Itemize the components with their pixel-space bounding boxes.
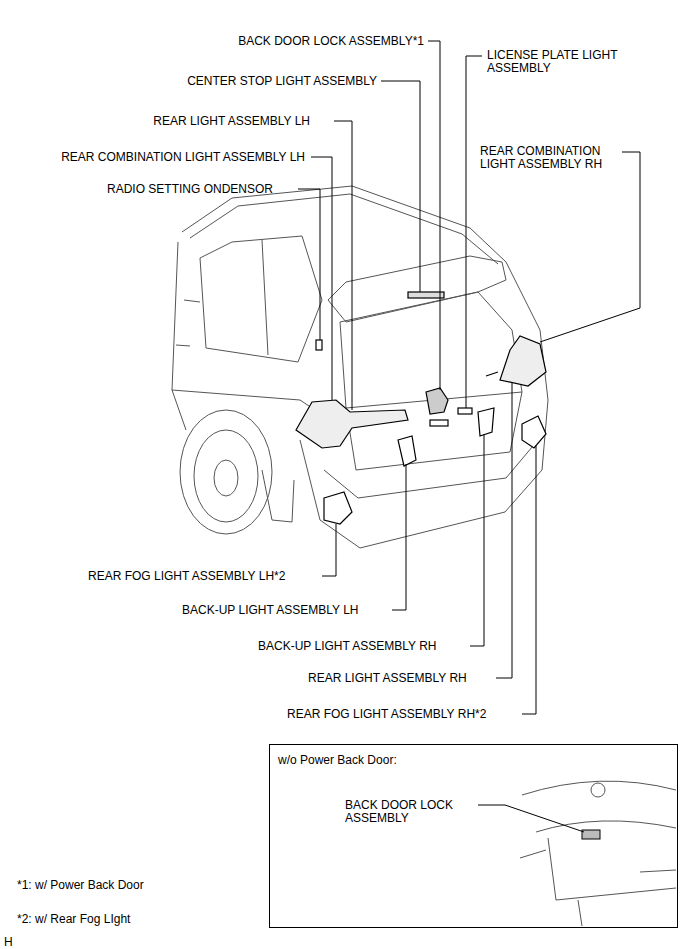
- part-label: REAR LIGHT ASSEMBLY LH: [153, 115, 310, 128]
- part-label: REAR COMBINATION LIGHT ASSEMBLY RH: [480, 145, 620, 171]
- rear-wheel: [180, 410, 272, 534]
- footnote: *1: w/ Power Back Door: [17, 879, 144, 892]
- figure-code: H: [4, 936, 13, 949]
- license-plate-light: [430, 420, 448, 426]
- part-label: BACK DOOR LOCK ASSEMBLY*1: [238, 35, 424, 48]
- part-label: REAR LIGHT ASSEMBLY RH: [308, 672, 467, 685]
- radio-setting-condenser: [316, 340, 322, 350]
- rear-fog-light-rh: [522, 416, 546, 448]
- inset-box: w/o Power Back Door: BACK DOOR LOCK ASSEM…: [269, 744, 678, 928]
- part-label: REAR FOG LIGHT ASSEMBLY LH*2: [88, 570, 285, 583]
- back-up-light-lh: [398, 436, 416, 466]
- part-label: RADIO SETTING ONDENSOR: [107, 183, 273, 196]
- back-up-light-rh: [478, 408, 494, 436]
- vehicle-body: [172, 186, 548, 548]
- footnote: *2: w/ Rear Fog LIght: [17, 913, 130, 926]
- part-label: BACK-UP LIGHT ASSEMBLY RH: [258, 640, 437, 653]
- rear-combination-light-rh: [500, 336, 546, 386]
- inset-illustration: [478, 781, 676, 926]
- inset-heading: w/o Power Back Door:: [278, 754, 397, 767]
- part-label: REAR COMBINATION LIGHT ASSEMBLY LH: [61, 151, 305, 164]
- part-label: REAR FOG LIGHT ASSEMBLY RH*2: [287, 708, 486, 721]
- part-label: BACK DOOR LOCK ASSEMBLY: [345, 799, 475, 825]
- center-stop-light: [408, 292, 444, 298]
- lamp-parts: [296, 292, 546, 524]
- part-label: BACK-UP LIGHT ASSEMBLY LH: [182, 604, 359, 617]
- license-plate-light: [458, 408, 472, 414]
- rear-fog-light-lh: [324, 492, 352, 524]
- back-door-lock: [426, 388, 448, 414]
- part-label: CENTER STOP LIGHT ASSEMBLY: [187, 75, 377, 88]
- wire: [486, 372, 498, 376]
- part-label: LICENSE PLATE LIGHT ASSEMBLY: [487, 49, 627, 75]
